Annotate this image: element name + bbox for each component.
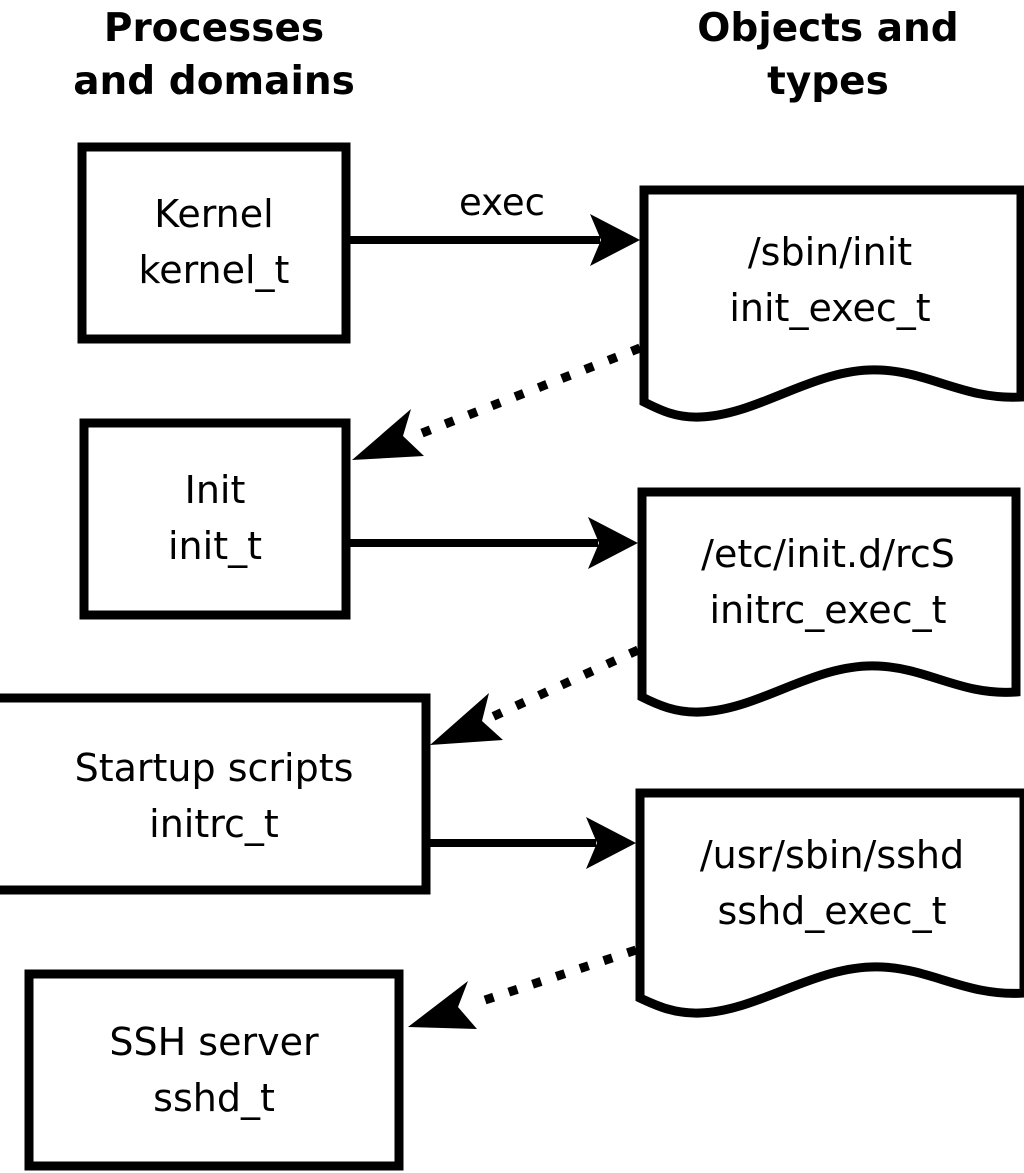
domain-node-sshd-box[interactable]	[24, 969, 404, 1171]
edge-label-exec: exec	[459, 181, 545, 224]
arrowhead-icon	[430, 693, 503, 745]
domain-node-initrc[interactable]: Startup scripts initrc_t	[0, 693, 431, 895]
object-node-initrc-exec-document-shape[interactable]	[637, 487, 1021, 717]
object-node-sshd-exec-line2: sshd_exec_t	[717, 889, 946, 933]
domain-node-init-box[interactable]	[79, 418, 351, 620]
edge-kernel-exec-init-exec: exec	[350, 181, 640, 266]
arrowhead-icon	[352, 409, 424, 460]
column-header-processes: Processes and domains	[73, 6, 355, 104]
domain-node-initrc-box[interactable]	[0, 693, 431, 895]
column-header-processes-line2: and domains	[73, 59, 355, 104]
arrowhead-icon	[408, 981, 477, 1029]
edge-sshd-exec-to-sshd	[408, 945, 638, 1029]
edge-initrc-to-sshd-exec	[430, 817, 636, 869]
object-node-sshd-exec[interactable]: /usr/sbin/sshd sshd_exec_t	[635, 788, 1024, 1018]
edge-line	[410, 343, 642, 442]
domain-node-kernel-line1: Kernel	[154, 192, 273, 236]
object-node-init-exec[interactable]: /sbin/init init_exec_t	[639, 185, 1024, 422]
column-header-objects-line2: types	[767, 59, 889, 104]
domain-node-kernel-line2: kernel_t	[139, 248, 290, 292]
object-node-init-exec-document-shape[interactable]	[639, 185, 1024, 422]
object-node-sshd-exec-line1: /usr/sbin/sshd	[700, 833, 964, 877]
object-node-initrc-exec-line1: /etc/init.d/rcS	[701, 532, 955, 576]
domain-node-init-line1: Init	[185, 468, 246, 512]
arrowhead-icon	[588, 517, 638, 569]
column-header-objects: Objects and types	[697, 6, 958, 104]
domain-node-initrc-line1: Startup scripts	[75, 746, 354, 790]
object-node-initrc-exec[interactable]: /etc/init.d/rcS initrc_exec_t	[637, 487, 1021, 717]
domain-node-init-line2: init_t	[168, 524, 262, 568]
domain-node-sshd-line2: sshd_t	[153, 1076, 275, 1120]
object-node-initrc-exec-line2: initrc_exec_t	[710, 588, 947, 632]
domain-node-kernel-box[interactable]	[77, 142, 351, 344]
domain-node-sshd-line1: SSH server	[109, 1020, 319, 1064]
domain-node-init[interactable]: Init init_t	[79, 418, 351, 620]
domain-node-kernel[interactable]: Kernel kernel_t	[77, 142, 351, 344]
edge-initrc-exec-to-initrc	[430, 645, 640, 745]
object-node-init-exec-line2: init_exec_t	[729, 286, 930, 330]
arrowhead-icon	[586, 817, 636, 869]
domain-node-sshd[interactable]: SSH server sshd_t	[24, 969, 404, 1171]
edge-line	[468, 945, 638, 1010]
object-node-init-exec-line1: /sbin/init	[748, 230, 912, 274]
column-header-objects-line1: Objects and	[697, 6, 958, 51]
edge-init-to-initrc-exec	[350, 517, 638, 569]
domain-node-initrc-line2: initrc_t	[149, 802, 279, 846]
object-node-sshd-exec-document-shape[interactable]	[635, 788, 1024, 1018]
edge-init-exec-to-init	[352, 343, 642, 460]
column-header-processes-line1: Processes	[104, 6, 324, 51]
arrowhead-icon	[590, 214, 640, 266]
edge-line	[490, 645, 640, 722]
